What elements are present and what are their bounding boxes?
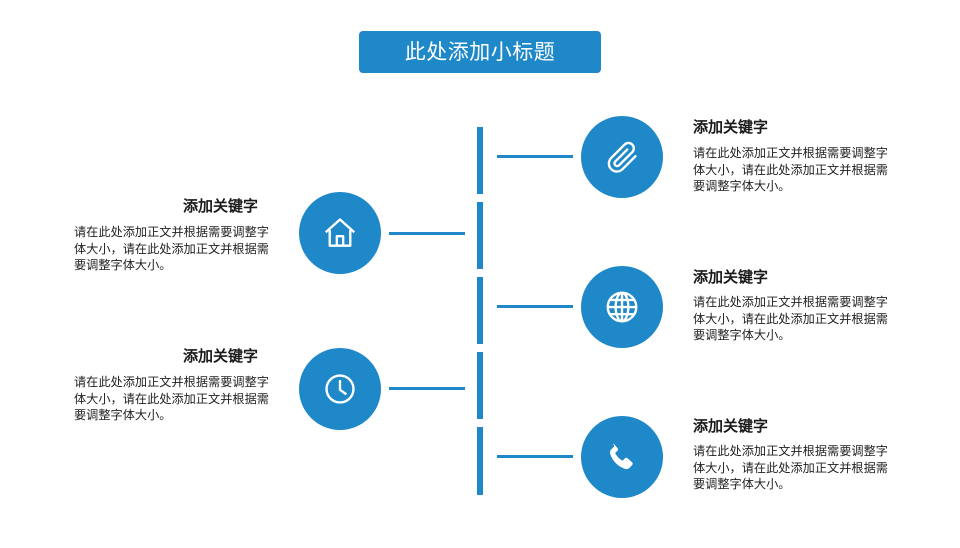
- icon-circle: [581, 266, 663, 348]
- connector-line: [497, 155, 573, 158]
- keyword-heading: 添加关键字: [693, 417, 769, 435]
- timeline-segment: [477, 127, 483, 194]
- timeline-segment: [477, 202, 483, 269]
- connector-line: [389, 232, 465, 235]
- keyword-heading: 添加关键字: [693, 268, 769, 286]
- body-text: 请在此处添加正文并根据需要调整字体大小，请在此处添加正文并根据需要调整字体大小。: [74, 225, 269, 273]
- timeline-segment: [477, 427, 483, 495]
- timeline-segment: [477, 352, 483, 419]
- icon-circle: [581, 416, 663, 498]
- clock-icon: [325, 374, 355, 404]
- timeline-segment: [477, 277, 483, 344]
- phone-icon: [609, 443, 633, 470]
- keyword-heading: 添加关键字: [693, 118, 769, 136]
- keyword-heading: 添加关键字: [182, 347, 258, 365]
- body-text: 请在此处添加正文并根据需要调整字体大小，请在此处添加正文并根据需要调整字体大小。: [693, 444, 888, 492]
- paperclip-icon: [607, 141, 637, 173]
- connector-line: [389, 387, 465, 390]
- body-text: 请在此处添加正文并根据需要调整字体大小，请在此处添加正文并根据需要调整字体大小。: [74, 375, 269, 423]
- icon-circle: [299, 348, 381, 430]
- keyword-heading: 添加关键字: [182, 197, 258, 215]
- page-title: 此处添加小标题: [359, 31, 601, 73]
- body-text: 请在此处添加正文并根据需要调整字体大小，请在此处添加正文并根据需要调整字体大小。: [693, 146, 888, 194]
- body-text: 请在此处添加正文并根据需要调整字体大小，请在此处添加正文并根据需要调整字体大小。: [693, 295, 888, 343]
- globe-icon: [606, 291, 638, 323]
- connector-line: [497, 305, 573, 308]
- icon-circle: [581, 116, 663, 198]
- connector-line: [497, 455, 573, 458]
- home-icon: [324, 218, 356, 247]
- icon-circle: [299, 192, 381, 274]
